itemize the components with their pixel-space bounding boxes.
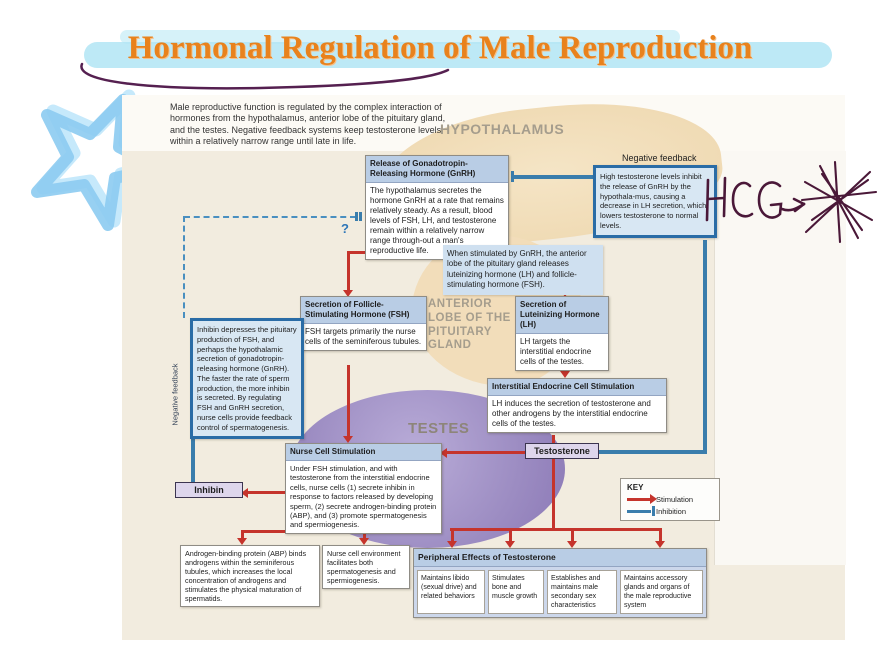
high-testosterone-box: High testosterone levels inhibit the rel…	[593, 165, 717, 238]
lh-body: LH targets the interstitial endocrine ce…	[520, 337, 592, 366]
peripheral-cell-libido: Maintains libido (sexual drive) and rela…	[417, 569, 485, 614]
gnrh-release-header: Release of Gonadotropin-Releasing Hormon…	[366, 156, 508, 183]
arrow-line	[363, 530, 366, 538]
interstitial-header: Interstitial Endocrine Cell Stimulation	[488, 379, 666, 396]
abp-box: Androgen-binding protein (ABP) binds and…	[180, 545, 320, 607]
title-highlight-secondary	[120, 30, 680, 44]
arrow-line	[658, 528, 662, 541]
inhibition-bar	[355, 212, 358, 221]
arrow-line	[447, 451, 525, 454]
arrowhead	[343, 290, 353, 297]
arrowhead	[241, 487, 248, 498]
negative-feedback-top-label: Negative feedback	[622, 153, 697, 163]
nurse-environment-box: Nurse cell environment facilitates both …	[322, 545, 410, 589]
inhibin-feedback-box: Inhibin depresses the pituitary producti…	[190, 318, 304, 440]
gnrh-release-box: Release of Gonadotropin-Releasing Hormon…	[365, 155, 509, 260]
feedback-line-right	[703, 240, 707, 452]
arrow-line	[347, 365, 350, 437]
arrowhead	[560, 371, 570, 378]
page-title: Hormonal Regulation of Male Reproduction	[127, 30, 753, 66]
title-highlight	[84, 42, 832, 68]
fsh-body: FSH targets primarily the nurse cells of…	[305, 327, 422, 346]
nurse-cell-header: Nurse Cell Stimulation	[286, 444, 441, 461]
peripheral-cell-bone: Stimulates bone and muscle growth	[488, 569, 544, 614]
negative-feedback-left-label: Negative feedback	[170, 363, 180, 426]
arrow-line	[450, 528, 454, 541]
peripheral-cell-secondary-sex: Establishes and maintains male secondary…	[547, 569, 617, 614]
peripheral-effects-box: Peripheral Effects of Testosterone Maint…	[413, 548, 707, 618]
nurse-environment-body: Nurse cell environment facilitates both …	[327, 549, 401, 585]
lh-box: Secretion of Luteinizing Hormone (LH) LH…	[515, 296, 609, 371]
arrow-line	[241, 530, 244, 538]
feedback-line-inhibin	[191, 433, 195, 485]
intro-paragraph: Male reproductive function is regulated …	[170, 102, 446, 146]
dashed-inhibition-line-h	[184, 216, 356, 218]
inhibition-bar	[511, 171, 514, 182]
arrowhead	[655, 541, 665, 548]
feedback-line-testosterone	[597, 450, 707, 454]
hypothalamus-label: HYPOTHALAMUS	[440, 121, 565, 137]
testosterone-tag: Testosterone	[525, 443, 599, 459]
anterior-lobe-label: ANTERIOR LOBE OF THE PITUITARY GLAND	[428, 298, 511, 352]
peripheral-effects-cells: Maintains libido (sexual drive) and rela…	[414, 566, 706, 617]
arrowhead	[567, 541, 577, 548]
figure-right-band	[714, 151, 846, 565]
key-legend: KEY Stimulation Inhibition	[620, 478, 720, 521]
gnrh-release-body: The hypothalamus secretes the hormone Gn…	[370, 186, 504, 255]
arrowhead	[343, 436, 353, 443]
lh-header: Secretion of Luteinizing Hormone (LH)	[516, 297, 608, 334]
peripheral-cell-accessory-glands: Maintains accessory glands and organs of…	[620, 569, 703, 614]
fsh-box: Secretion of Follicle-Stimulating Hormon…	[300, 296, 427, 351]
fsh-header: Secretion of Follicle-Stimulating Hormon…	[301, 297, 426, 324]
inhibition-bar-icon	[627, 506, 655, 516]
dashed-inhibition-line-v	[183, 216, 185, 318]
feedback-line-top	[511, 175, 593, 179]
inhibin-tag: Inhibin	[175, 482, 243, 498]
interstitial-body: LH induces the secretion of testosterone…	[492, 399, 651, 428]
arrow-line	[508, 528, 512, 541]
question-mark: ?	[341, 221, 349, 236]
arrowhead	[447, 541, 457, 548]
arrow-line	[450, 528, 662, 531]
gnrh-effect-box: When stimulated by GnRH, the anterior lo…	[443, 245, 603, 295]
arrow-line	[552, 435, 555, 528]
arrowhead	[440, 447, 447, 458]
key-title: KEY	[627, 483, 644, 492]
peripheral-effects-header: Peripheral Effects of Testosterone	[414, 549, 706, 567]
arrowhead	[237, 538, 247, 545]
key-stimulation-label: Stimulation	[656, 495, 694, 504]
inhibition-bar	[359, 212, 362, 221]
hcg-annotation: HCG	[705, 160, 878, 244]
nurse-cell-box: Nurse Cell Stimulation Under FSH stimula…	[285, 443, 442, 534]
interstitial-box: Interstitial Endocrine Cell Stimulation …	[487, 378, 667, 433]
arrow-line	[248, 491, 285, 494]
nurse-cell-body: Under FSH stimulation, and with testoste…	[290, 464, 437, 530]
arrow-line	[570, 528, 574, 541]
arrowhead	[505, 541, 515, 548]
abp-body: Androgen-binding protein (ABP) binds and…	[185, 549, 307, 603]
stimulation-arrow-icon	[627, 494, 657, 504]
key-inhibition-label: Inhibition	[656, 507, 687, 516]
title-underline-swoosh	[80, 62, 450, 90]
arrowhead	[359, 538, 369, 545]
testes-label: TESTES	[408, 420, 470, 437]
arrow-line	[347, 251, 350, 291]
